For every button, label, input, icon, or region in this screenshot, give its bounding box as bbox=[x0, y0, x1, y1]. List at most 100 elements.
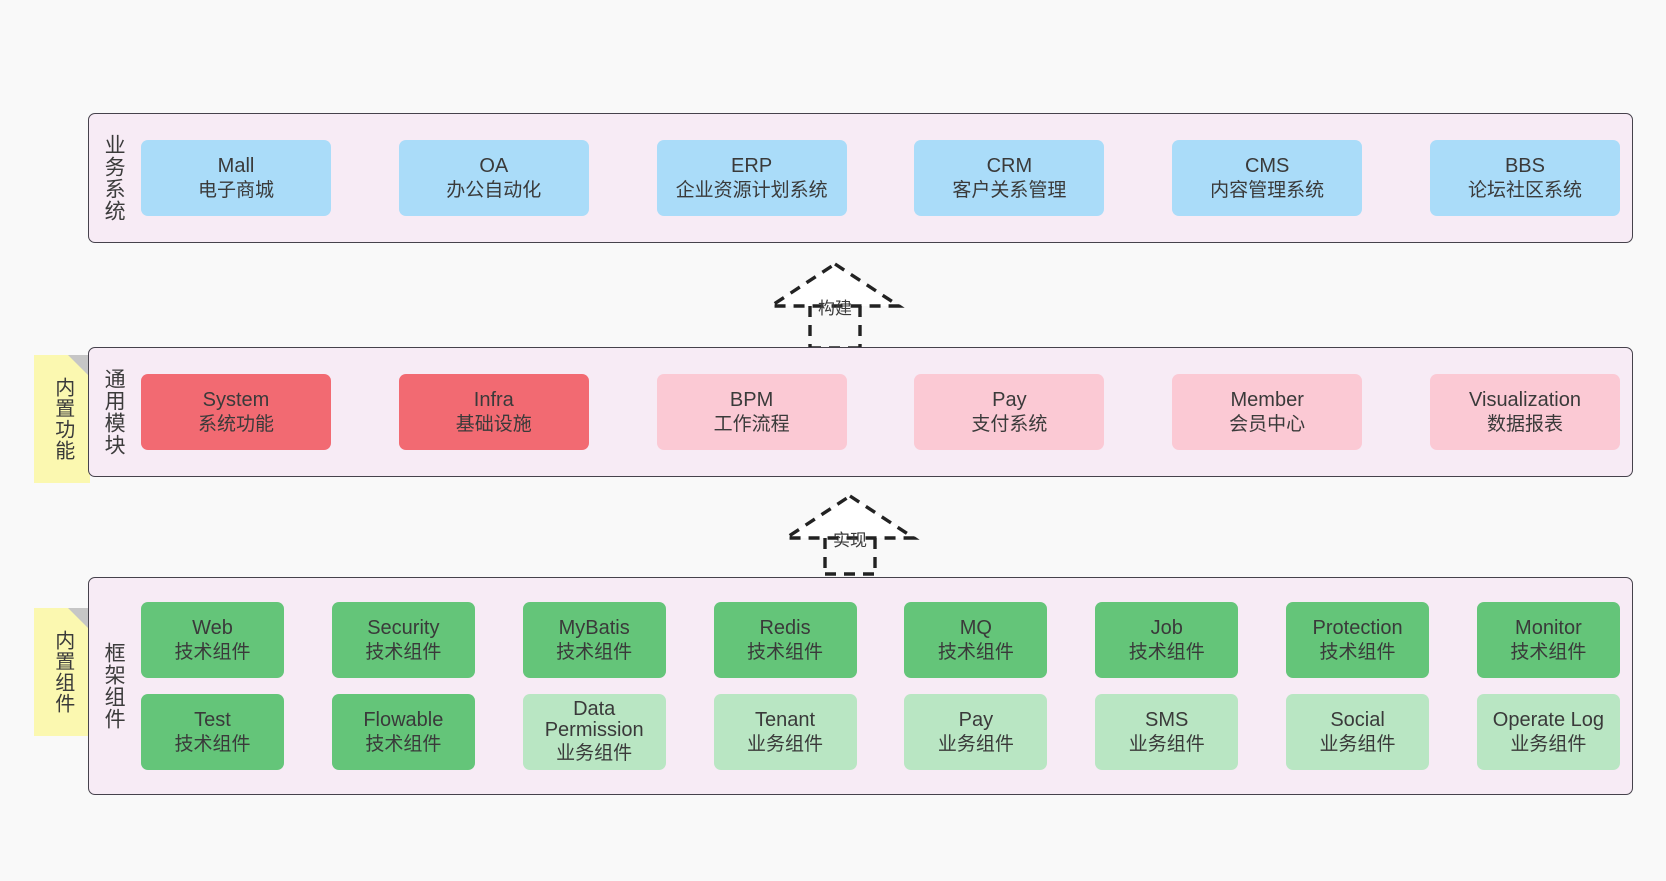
layer-framework-components: 框架组件 Web 技术组件 Security 技术组件 MyBatis 技术组件… bbox=[88, 577, 1633, 795]
card-subtitle: 技术组件 bbox=[1319, 641, 1396, 663]
note-fold-corner-icon bbox=[68, 608, 90, 630]
connector-implement-arrow bbox=[780, 493, 920, 576]
connector-build: 构建 bbox=[755, 258, 915, 350]
card-flowable[interactable]: Flowable 技术组件 bbox=[331, 694, 475, 770]
card-mall[interactable]: Mall 电子商城 bbox=[141, 140, 331, 216]
card-title: Redis bbox=[759, 617, 811, 640]
card-title: Pay bbox=[958, 709, 994, 732]
card-crm[interactable]: CRM 客户关系管理 bbox=[914, 140, 1105, 216]
card-title: Test bbox=[194, 709, 231, 732]
card-title: MyBatis bbox=[558, 617, 630, 640]
card-tenant[interactable]: Tenant 业务组件 bbox=[713, 694, 857, 770]
card-pay[interactable]: Pay 支付系统 bbox=[914, 374, 1105, 450]
card-title: Infra bbox=[473, 389, 514, 412]
card-subtitle: 业务组件 bbox=[556, 743, 633, 764]
layer-common-modules: 通用模块 System 系统功能 Infra 基础设施 BPM 工作流程 Pay… bbox=[88, 347, 1633, 477]
card-title: Web bbox=[192, 617, 233, 640]
card-mq[interactable]: MQ 技术组件 bbox=[904, 602, 1048, 678]
card-subtitle: 业务组件 bbox=[747, 733, 824, 755]
card-title: BBS bbox=[1504, 155, 1545, 178]
card-title: Visualization bbox=[1469, 389, 1581, 412]
card-subtitle: 技术组件 bbox=[1510, 641, 1587, 663]
layer-title-business-system: 业务系统 bbox=[102, 134, 126, 222]
card-title: CMS bbox=[1244, 155, 1290, 178]
card-subtitle: 数据报表 bbox=[1486, 413, 1563, 435]
card-subtitle: 内容管理系统 bbox=[1210, 179, 1325, 201]
card-subtitle: 工作流程 bbox=[713, 413, 790, 435]
card-subtitle: 技术组件 bbox=[556, 641, 633, 663]
card-row: Web 技术组件 Security 技术组件 MyBatis 技术组件 Redi… bbox=[141, 602, 1620, 678]
card-visualization[interactable]: Visualization 数据报表 bbox=[1429, 374, 1620, 450]
card-title: MQ bbox=[959, 617, 992, 640]
layer-body-business-system: Mall 电子商城 OA 办公自动化 ERP 企业资源计划系统 CRM 客户关系… bbox=[129, 124, 1620, 232]
card-web[interactable]: Web 技术组件 bbox=[141, 602, 284, 678]
card-member[interactable]: Member 会员中心 bbox=[1172, 374, 1363, 450]
card-data-permission[interactable]: Data Permission 业务组件 bbox=[522, 694, 666, 770]
layer-body-common-modules: System 系统功能 Infra 基础设施 BPM 工作流程 Pay 支付系统… bbox=[129, 358, 1620, 466]
card-monitor[interactable]: Monitor 技术组件 bbox=[1476, 602, 1620, 678]
card-title: BPM bbox=[729, 389, 774, 412]
card-subtitle: 系统功能 bbox=[197, 413, 274, 435]
card-subtitle: 技术组件 bbox=[747, 641, 824, 663]
card-subtitle: 企业资源计划系统 bbox=[675, 179, 828, 201]
card-erp[interactable]: ERP 企业资源计划系统 bbox=[656, 140, 847, 216]
layer-business-system: 业务系统 Mall 电子商城 OA 办公自动化 ERP 企业资源计划系统 CRM… bbox=[88, 113, 1633, 243]
card-subtitle: 论坛社区系统 bbox=[1467, 179, 1582, 201]
card-subtitle: 电子商城 bbox=[197, 179, 274, 201]
card-sms[interactable]: SMS 业务组件 bbox=[1095, 694, 1239, 770]
note-builtin-features: 内置功能 bbox=[34, 355, 90, 483]
card-title: Job bbox=[1150, 617, 1183, 640]
card-social[interactable]: Social 业务组件 bbox=[1286, 694, 1430, 770]
connector-build-label: 构建 bbox=[818, 299, 852, 318]
card-title: OA bbox=[479, 155, 509, 178]
card-title: CRM bbox=[986, 155, 1033, 178]
layer-body-framework-components: Web 技术组件 Security 技术组件 MyBatis 技术组件 Redi… bbox=[129, 588, 1620, 784]
card-subtitle: 技术组件 bbox=[174, 641, 251, 663]
card-subtitle: 技术组件 bbox=[365, 733, 442, 755]
card-job[interactable]: Job 技术组件 bbox=[1095, 602, 1239, 678]
card-title: Mall bbox=[217, 155, 255, 178]
card-subtitle: 技术组件 bbox=[1128, 641, 1205, 663]
card-operate-log[interactable]: Operate Log 业务组件 bbox=[1476, 694, 1620, 770]
card-title: Security bbox=[367, 617, 440, 640]
card-title: Flowable bbox=[363, 709, 444, 732]
card-title: Protection bbox=[1312, 617, 1403, 640]
card-subtitle: 业务组件 bbox=[937, 733, 1014, 755]
card-subtitle: 客户关系管理 bbox=[952, 179, 1067, 201]
card-subtitle: 业务组件 bbox=[1128, 733, 1205, 755]
card-title: ERP bbox=[731, 155, 773, 178]
note-builtin-components-label: 内置组件 bbox=[51, 630, 74, 714]
card-title: System bbox=[202, 389, 270, 412]
card-pay-business[interactable]: Pay 业务组件 bbox=[904, 694, 1048, 770]
card-subtitle: 基础设施 bbox=[455, 413, 532, 435]
note-builtin-components: 内置组件 bbox=[34, 608, 90, 736]
card-subtitle: 支付系统 bbox=[971, 413, 1048, 435]
card-subtitle: 会员中心 bbox=[1229, 413, 1306, 435]
note-builtin-features-label: 内置功能 bbox=[51, 377, 74, 461]
card-mybatis[interactable]: MyBatis 技术组件 bbox=[522, 602, 666, 678]
card-bbs[interactable]: BBS 论坛社区系统 bbox=[1429, 140, 1620, 216]
card-subtitle: 业务组件 bbox=[1319, 733, 1396, 755]
card-test[interactable]: Test 技术组件 bbox=[141, 694, 284, 770]
card-title: Monitor bbox=[1515, 617, 1582, 640]
card-system[interactable]: System 系统功能 bbox=[141, 374, 331, 450]
layer-title-common-modules: 通用模块 bbox=[102, 368, 126, 456]
card-cms[interactable]: CMS 内容管理系统 bbox=[1172, 140, 1363, 216]
card-title: Data Permission bbox=[544, 697, 644, 742]
card-infra[interactable]: Infra 基础设施 bbox=[398, 374, 589, 450]
card-title: Pay bbox=[992, 389, 1027, 412]
card-bpm[interactable]: BPM 工作流程 bbox=[656, 374, 847, 450]
card-title: Member bbox=[1230, 389, 1304, 412]
card-row: Mall 电子商城 OA 办公自动化 ERP 企业资源计划系统 CRM 客户关系… bbox=[141, 140, 1620, 216]
card-row: System 系统功能 Infra 基础设施 BPM 工作流程 Pay 支付系统… bbox=[141, 374, 1620, 450]
card-subtitle: 业务组件 bbox=[1510, 733, 1587, 755]
card-title: Tenant bbox=[755, 709, 816, 732]
card-subtitle: 技术组件 bbox=[365, 641, 442, 663]
card-protection[interactable]: Protection 技术组件 bbox=[1286, 602, 1430, 678]
card-oa[interactable]: OA 办公自动化 bbox=[398, 140, 589, 216]
note-fold-corner-icon bbox=[68, 355, 90, 377]
card-title: SMS bbox=[1145, 709, 1189, 732]
card-security[interactable]: Security 技术组件 bbox=[331, 602, 475, 678]
card-redis[interactable]: Redis 技术组件 bbox=[713, 602, 857, 678]
